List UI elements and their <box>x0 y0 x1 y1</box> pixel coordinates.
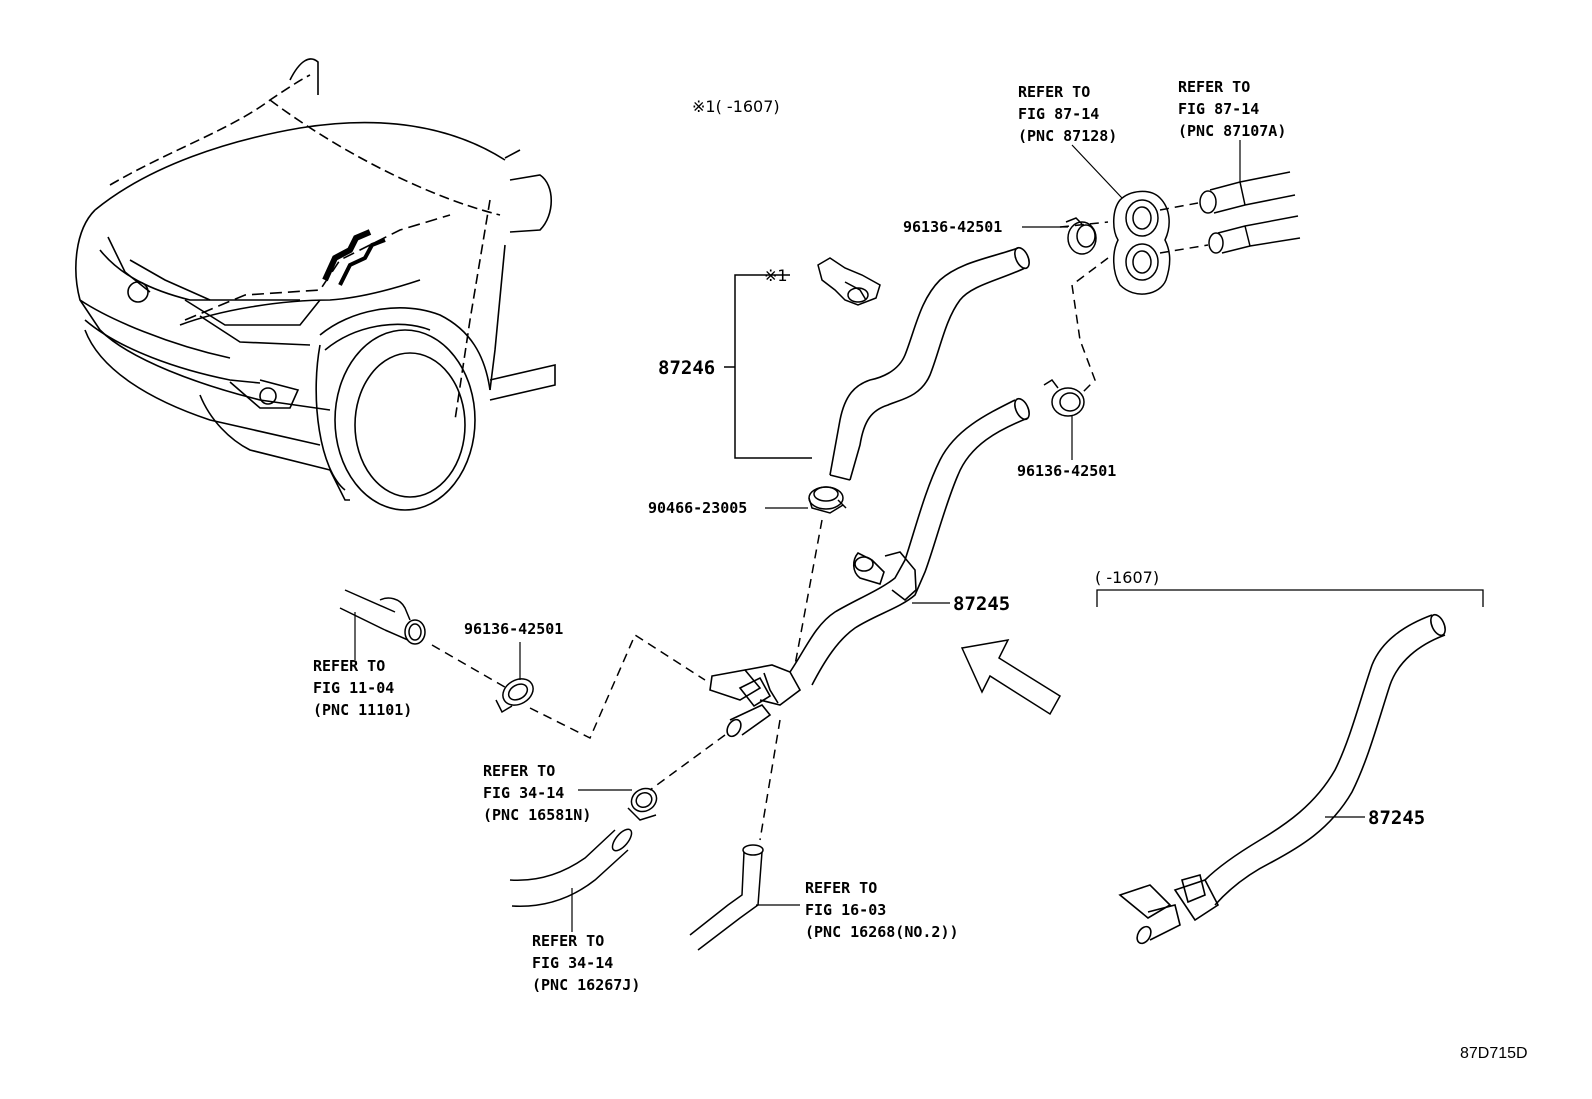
ref-87128-label: REFER TO FIG 87-14 (PNC 87128) <box>1018 83 1117 145</box>
hose-87245-main <box>709 397 1030 738</box>
variant-range-label: ( -1607) <box>1095 568 1159 587</box>
ref-16267j-label: REFER TO FIG 34-14 (PNC 16267J) <box>532 932 640 994</box>
part-number-90466[interactable]: 90466-23005 <box>648 499 747 517</box>
clip-x1 <box>817 257 881 306</box>
svg-text:REFER TO: REFER TO <box>805 879 877 897</box>
pipe-11101 <box>339 589 426 645</box>
diagram-code: 87D715D <box>1460 1045 1528 1062</box>
vehicle-illustration <box>75 58 556 511</box>
pipe-16268 <box>689 844 764 951</box>
ref-16581n-label: REFER TO FIG 34-14 (PNC 16581N) <box>483 762 591 824</box>
ref-11101-label: REFER TO FIG 11-04 (PNC 11101) <box>313 657 412 719</box>
svg-text:FIG 87-14: FIG 87-14 <box>1178 100 1259 118</box>
leader-87128 <box>1071 144 1123 199</box>
svg-text:FIG 34-14: FIG 34-14 <box>532 954 613 972</box>
svg-text:REFER TO: REFER TO <box>483 762 555 780</box>
svg-text:FIG 11-04: FIG 11-04 <box>313 679 394 697</box>
part-number-96136-left[interactable]: 96136-42501 <box>464 620 563 638</box>
part-number-96136-upper[interactable]: 96136-42501 <box>903 218 1002 236</box>
part-number-87245-main[interactable]: 87245 <box>953 593 1010 615</box>
hose-87245-variant <box>1118 613 1446 945</box>
mark-x1: ※1 <box>764 266 788 285</box>
svg-text:FIG 34-14: FIG 34-14 <box>483 784 564 802</box>
svg-text:REFER TO: REFER TO <box>313 657 385 675</box>
svg-text:(PNC 16267J): (PNC 16267J) <box>532 976 640 994</box>
pipes-87107a <box>1199 171 1301 254</box>
ref-16268-label: REFER TO FIG 16-03 (PNC 16268(NO.2)) <box>805 879 959 941</box>
svg-text:(PNC 16581N): (PNC 16581N) <box>483 806 591 824</box>
svg-text:(PNC 16268(NO.2)): (PNC 16268(NO.2)) <box>805 923 959 941</box>
part-number-87246[interactable]: 87246 <box>658 357 715 379</box>
clamp-96136-upper <box>1065 217 1097 255</box>
dashed-leaders <box>431 202 1209 841</box>
svg-text:(PNC 87107A): (PNC 87107A) <box>1178 122 1286 140</box>
svg-text:REFER TO: REFER TO <box>532 932 604 950</box>
svg-text:REFER TO: REFER TO <box>1018 83 1090 101</box>
grommet-87128 <box>1113 190 1171 295</box>
variant-bracket <box>1096 589 1484 607</box>
clamp-90466 <box>808 486 847 514</box>
direction-arrow <box>960 639 1062 716</box>
clamp-16581n <box>627 787 658 821</box>
svg-text:FIG 87-14: FIG 87-14 <box>1018 105 1099 123</box>
hose-87246 <box>829 246 1030 481</box>
svg-text:REFER TO: REFER TO <box>1178 78 1250 96</box>
note-x1-range: ※1( -1607) <box>692 97 780 116</box>
bracket-87246 <box>724 274 812 459</box>
pipe-16267j <box>509 828 633 907</box>
part-number-87245-variant[interactable]: 87245 <box>1368 807 1425 829</box>
svg-text:FIG 16-03: FIG 16-03 <box>805 901 886 919</box>
clamp-96136-left <box>495 678 534 714</box>
part-number-96136-mid[interactable]: 96136-42501 <box>1017 462 1116 480</box>
svg-text:(PNC 87128): (PNC 87128) <box>1018 127 1117 145</box>
svg-text:(PNC 11101): (PNC 11101) <box>313 701 412 719</box>
clamp-96136-mid <box>1043 378 1085 417</box>
ref-87107a-label: REFER TO FIG 87-14 (PNC 87107A) <box>1178 78 1286 140</box>
